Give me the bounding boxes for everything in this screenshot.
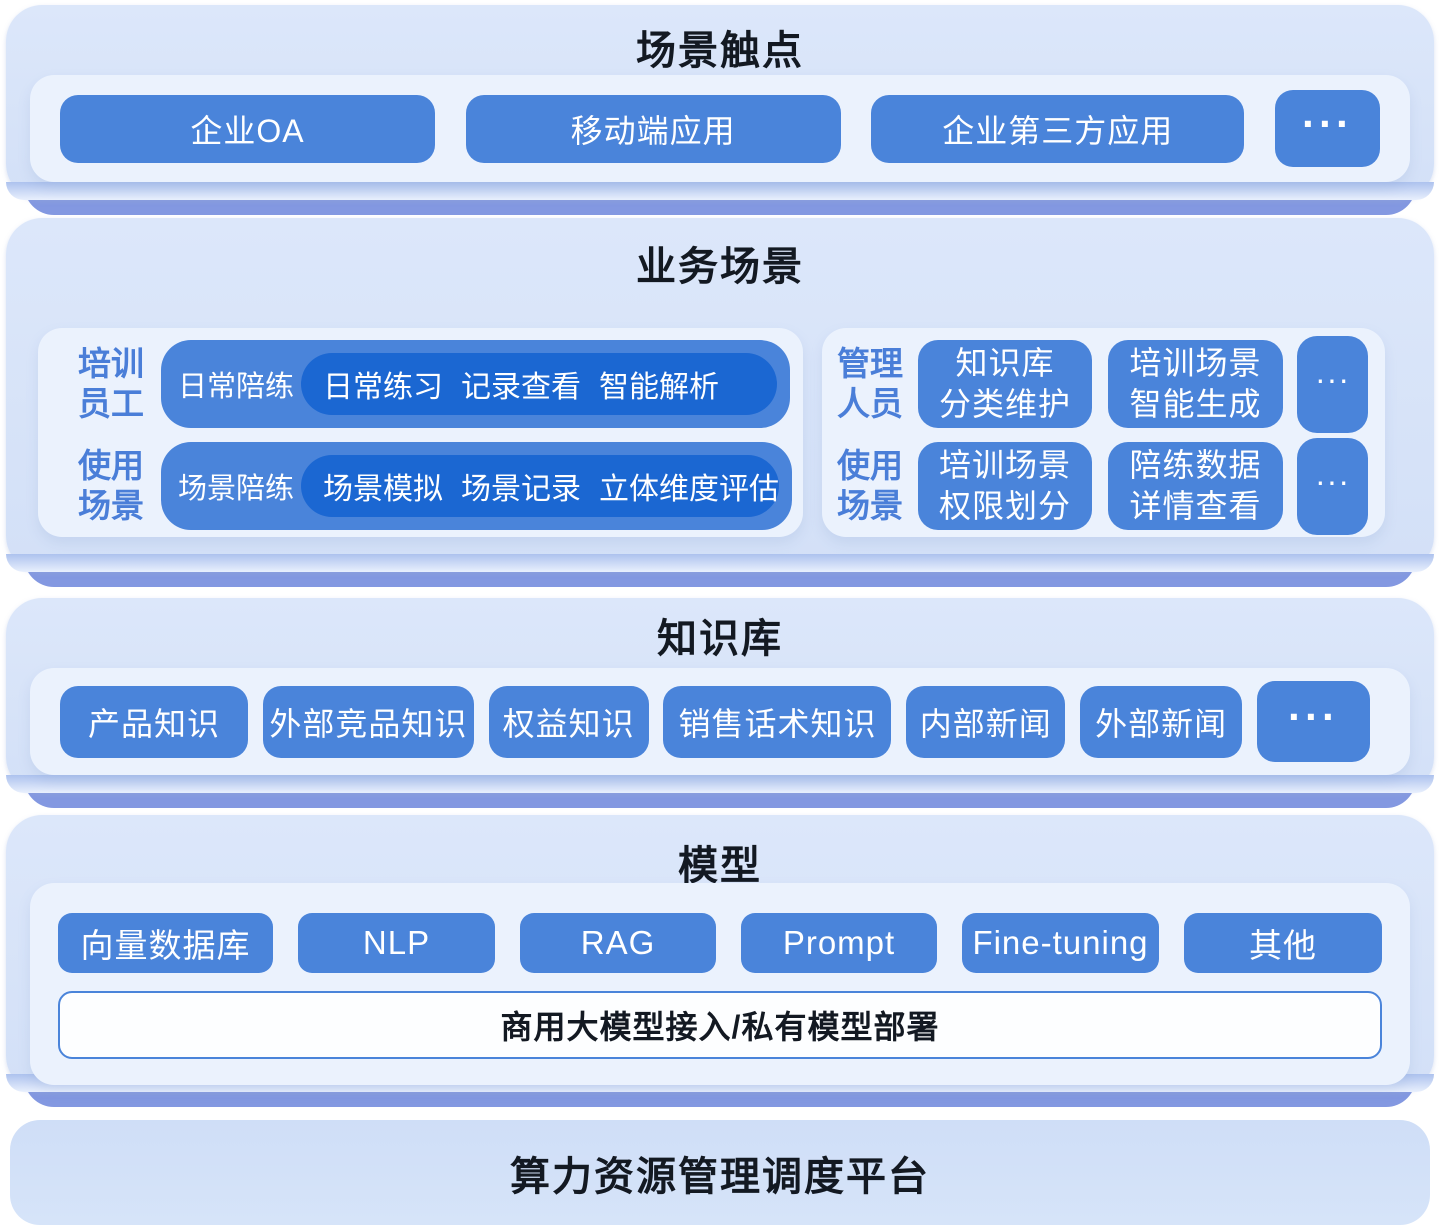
touchpoint-mobile-app[interactable]: 移动端应用 [465,94,841,163]
usage-scene-label: 使用 场景 [78,447,144,524]
layer-knowledge: 知识库 产品知识 外部竞品知识 权益知识 销售话术知识 内部新闻 外部新闻 ··… [6,598,1434,808]
nlp-button[interactable]: NLP [298,913,495,973]
business-right-row-2: 使用 场景 培训场景 权限划分 陪练数据 详情查看 ··· [835,437,1368,535]
layer-business: 业务场景 培训 员工 日常陪练 日常练习 记录查看 智能解析 [6,218,1434,587]
model-panel: 向量数据库 NLP RAG Prompt Fine-tuning 其他 商用大模… [30,883,1410,1085]
manager-more-button[interactable]: ··· [1297,335,1368,433]
daily-practice-pill[interactable]: 日常陪练 日常练习 记录查看 智能解析 [161,340,790,428]
fine-tuning-button[interactable]: Fine-tuning [962,913,1159,973]
kb-sales-script-button[interactable]: 销售话术知识 [663,685,892,758]
usage-scene-label-right: 使用 场景 [837,447,903,524]
knowledge-panel: 产品知识 外部竞品知识 权益知识 销售话术知识 内部新闻 外部新闻 ··· [30,668,1410,775]
rag-button[interactable]: RAG [520,913,716,973]
compute-platform-bar: 算力资源管理调度平台 [10,1120,1430,1225]
vector-db-button[interactable]: 向量数据库 [58,913,273,973]
kb-category-maintain-button[interactable]: 知识库 分类维护 [918,340,1092,428]
business-left-row-1: 培训 员工 日常陪练 日常练习 记录查看 智能解析 [76,340,790,428]
kb-external-news-button[interactable]: 外部新闻 [1080,685,1243,758]
business-right-row-1: 管理 人员 知识库 分类维护 培训场景 智能生成 ··· [835,335,1368,433]
business-left-row-2: 使用 场景 场景陪练 场景模拟 场景记录 立体维度评估 [76,442,793,530]
kb-more-button[interactable]: ··· [1256,681,1370,762]
layer-business-title: 业务场景 [636,245,804,289]
kb-rights-button[interactable]: 权益知识 [488,685,649,758]
touchpoint-enterprise-oa[interactable]: 企业OA [60,94,435,163]
layer-model-card: 模型 向量数据库 NLP RAG Prompt Fine-tuning 其他 商… [6,815,1434,1092]
prompt-button[interactable]: Prompt [741,913,937,973]
manager-label: 管理 人员 [837,345,903,422]
layer-touchpoints-title: 场景触点 [636,29,804,73]
kb-product-button[interactable]: 产品知识 [60,685,248,758]
layer-model-title: 模型 [678,844,762,888]
scene-practice-pill[interactable]: 场景陪练 场景模拟 场景记录 立体维度评估 [161,442,793,530]
daily-practice-items: 日常练习 记录查看 智能解析 [301,353,777,415]
business-right-panel: 管理 人员 知识库 分类维护 培训场景 智能生成 ··· 使用 [822,328,1385,537]
training-scene-permission-button[interactable]: 培训场景 权限划分 [918,442,1092,530]
usage-more-button[interactable]: ··· [1297,437,1368,535]
other-model-button[interactable]: 其他 [1184,913,1382,973]
trainee-label: 培训 员工 [78,345,144,422]
layer-touchpoints: 场景触点 企业OA 移动端应用 企业第三方应用 ··· [6,5,1434,215]
model-access-bar[interactable]: 商用大模型接入/私有模型部署 [58,991,1382,1059]
layer-model: 模型 向量数据库 NLP RAG Prompt Fine-tuning 其他 商… [6,815,1434,1107]
model-buttons-row: 向量数据库 NLP RAG Prompt Fine-tuning 其他 [58,913,1382,973]
scene-practice-items: 场景模拟 场景记录 立体维度评估 [301,455,780,517]
kb-competitor-button[interactable]: 外部竞品知识 [262,685,474,758]
layer-knowledge-card: 知识库 产品知识 外部竞品知识 权益知识 销售话术知识 内部新闻 外部新闻 ··… [6,598,1434,793]
touchpoints-panel: 企业OA 移动端应用 企业第三方应用 ··· [30,75,1410,182]
layer-knowledge-title: 知识库 [657,617,783,661]
training-scene-generate-button[interactable]: 培训场景 智能生成 [1108,340,1283,428]
business-left-panel: 培训 员工 日常陪练 日常练习 记录查看 智能解析 使用 [38,328,803,537]
practice-data-detail-button[interactable]: 陪练数据 详情查看 [1108,442,1283,530]
layer-touchpoints-card: 场景触点 企业OA 移动端应用 企业第三方应用 ··· [6,5,1434,200]
layer-business-card: 业务场景 培训 员工 日常陪练 日常练习 记录查看 智能解析 [6,218,1434,572]
touchpoint-more-button[interactable]: ··· [1274,90,1380,167]
kb-internal-news-button[interactable]: 内部新闻 [906,685,1066,758]
touchpoint-third-party-app[interactable]: 企业第三方应用 [871,94,1245,163]
